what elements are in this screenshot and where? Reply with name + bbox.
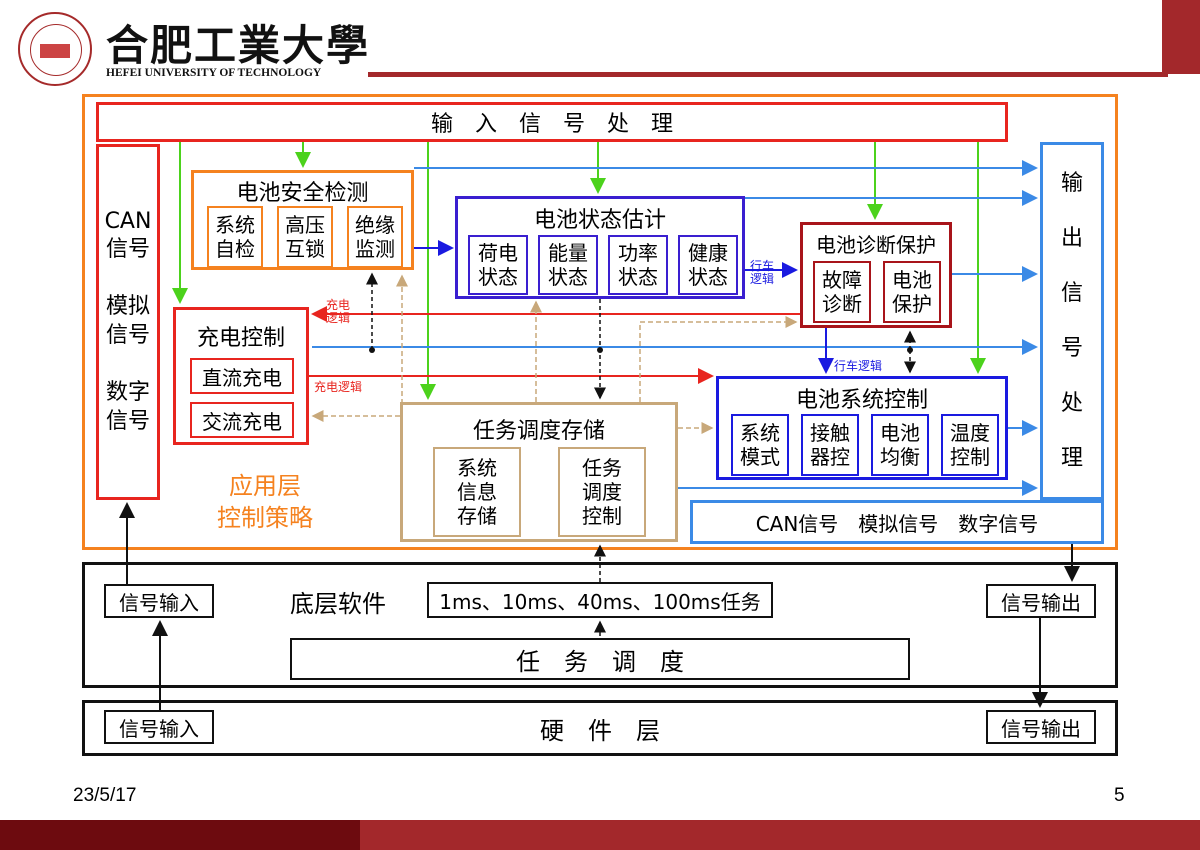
temperature-control: 温度 控制 [941,414,999,476]
hardware-layer-frame [82,700,1118,756]
hardware-signal-input: 信号输入 [104,710,214,744]
dc-charging: 直流充电 [190,358,294,394]
charge-logic-label-1: 充电 逻辑 [326,298,351,326]
task-scheduling-bar: 任 务 调 度 [290,638,910,680]
system-info-storage: 系统 信息 存储 [433,447,521,537]
task-scheduling-title: 任务调度存储 [472,419,605,444]
system-control-title: 电池系统控制 [795,388,928,413]
battery-protection: 电池 保护 [883,261,941,323]
system-self-check: 系统 自检 [207,206,263,268]
state-estimation-title: 电池状态估计 [533,208,666,233]
output-signal-types: CAN信号 模拟信号 数字信号 [690,500,1104,544]
battery-safety-title: 电池安全检测 [236,181,369,206]
task-schedule-control: 任务 调度 控制 [558,447,646,537]
hv-interlock: 高压 互锁 [277,206,333,268]
insulation-monitor: 绝缘 监测 [347,206,403,268]
footer-bar-dark [0,820,360,850]
header-accent-block [1162,0,1200,74]
system-mode: 系统 模式 [731,414,789,476]
charging-control-title: 充电控制 [196,326,285,351]
periodic-tasks: 1ms、10ms、40ms、100ms任务 [427,582,773,618]
hardware-layer-title: 硬 件 层 [540,716,660,745]
input-signal-types: CAN 信号 模拟 信号 数字 信号 [96,144,160,500]
charging-control: 充电控制 直流充电 交流充电 [173,307,309,445]
battery-system-control: 电池系统控制 系统 模式 接触 器控 电池 均衡 温度 控制 [716,376,1008,480]
battery-diagnosis-protection: 电池诊断保护 故障 诊断 电池 保护 [800,222,952,328]
drive-logic-label-1: 行车 逻辑 [750,259,775,287]
contactor-control: 接触 器控 [801,414,859,476]
application-layer-label: 应用层 控制策略 [217,472,313,533]
state-of-health: 健康 状态 [678,235,738,295]
charge-logic-label-2: 充电逻辑 [314,380,363,394]
ac-charging: 交流充电 [190,402,294,438]
fault-diagnosis: 故障 诊断 [813,261,871,323]
state-of-charge: 荷电 状态 [468,235,528,295]
state-of-energy: 能量 状态 [538,235,598,295]
battery-safety-detection: 电池安全检测 系统 自检 高压 互锁 绝缘 监测 [191,170,414,270]
battery-state-estimation: 电池状态估计 荷电 状态 能量 状态 功率 状态 健康 状态 [455,196,745,299]
slide-page-number: 5 [1114,785,1125,806]
low-level-signal-input: 信号输入 [104,584,214,618]
drive-logic-label-2: 行车逻辑 [834,359,883,373]
slide-date: 23/5/17 [73,785,137,806]
university-name-cn: 合肥工業大學 [106,21,371,70]
cell-balancing: 电池 均衡 [871,414,929,476]
low-level-software-title: 底层软件 [290,590,386,618]
university-name-en: HEFEI UNIVERSITY OF TECHNOLOGY [106,67,322,79]
diagnosis-title: 电池诊断保护 [816,233,936,257]
state-of-power: 功率 状态 [608,235,668,295]
university-seal-logo [18,12,92,86]
footer-bar [360,820,1200,850]
hardware-signal-output: 信号输出 [986,710,1096,744]
header-rule [368,72,1168,77]
output-signal-processing: 输 出 信 号 处 理 [1040,142,1104,500]
input-signal-processing: 输 入 信 号 处 理 [96,102,1008,142]
task-scheduling-storage: 任务调度存储 系统 信息 存储 任务 调度 控制 [400,402,678,542]
low-level-signal-output: 信号输出 [986,584,1096,618]
